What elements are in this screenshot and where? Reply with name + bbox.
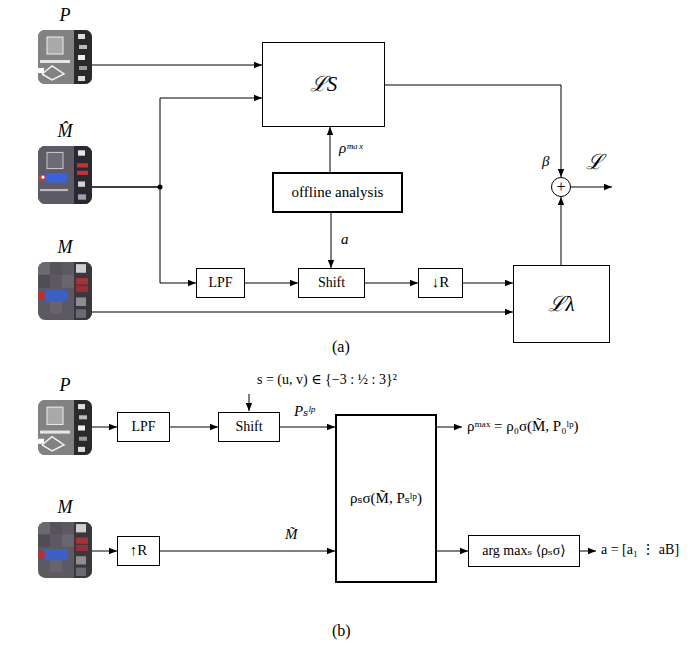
- node-label: ℒλ: [548, 292, 574, 316]
- image-node: M: [38, 522, 92, 578]
- connector-arrow: [92, 65, 262, 66]
- loss-box: ℒS: [262, 42, 385, 127]
- image-title: P: [28, 5, 102, 26]
- input-arrow: [249, 394, 250, 411]
- node-label: offline analysis: [292, 184, 384, 201]
- process-box: arg maxₛ ⟨ρₛσ⟩: [468, 535, 580, 567]
- connector-arrow: [92, 312, 513, 313]
- process-box: ↑R: [117, 536, 160, 566]
- node-label: ↓R: [432, 274, 450, 291]
- node-label: ↑R: [130, 542, 148, 559]
- output-vector: a = [a₁ ⋮ aB]: [600, 542, 680, 558]
- image-node: M: [38, 262, 92, 320]
- image-title: M: [28, 497, 102, 518]
- connector-arrow: [561, 197, 562, 265]
- node-label: +: [556, 179, 565, 195]
- node-label: ℒS: [310, 72, 338, 96]
- panel-label: (a): [331, 338, 351, 356]
- connector-arrow: [92, 551, 117, 552]
- node-label: arg maxₛ ⟨ρₛσ⟩: [482, 543, 566, 559]
- image-title: P: [28, 375, 102, 396]
- node-label: LPF: [208, 275, 232, 291]
- node-label: Shift: [235, 419, 262, 435]
- connector-arrow: [280, 427, 335, 428]
- connector-arrow: [92, 187, 196, 283]
- edge-label: β: [541, 153, 550, 170]
- connector-arrow: [170, 427, 218, 428]
- connector-arrow: [463, 283, 513, 284]
- edge-label: Pₛˡᵖ: [293, 403, 316, 420]
- connector-arrow: [245, 283, 298, 284]
- process-box: LPF: [196, 268, 245, 298]
- shift-range: s = (u, v) ∈ {−3 : ½ : 3}²: [256, 372, 398, 388]
- sum-circle: +: [551, 177, 571, 197]
- ms-image: [38, 522, 92, 578]
- output-arrow: [437, 427, 462, 428]
- image-node: M̂: [38, 146, 92, 204]
- node-label: LPF: [131, 419, 155, 435]
- process-box: LPF: [117, 412, 170, 442]
- panel-label: (b): [331, 622, 352, 640]
- node-label: ρₛσ(M̃, Pₛˡᵖ): [350, 490, 422, 507]
- edge-label: a: [340, 231, 350, 248]
- edge-label: ρᵐᵃˣ: [338, 140, 364, 157]
- process-box: Shift: [298, 268, 365, 298]
- connector-arrow: [330, 127, 331, 172]
- process-box: Shift: [218, 412, 280, 442]
- connector-arrow: [331, 213, 332, 268]
- process-box: ↓R: [418, 268, 463, 298]
- node-label: Shift: [318, 275, 345, 291]
- image-node: P: [38, 400, 92, 455]
- output-arrow: [580, 551, 596, 552]
- connector-arrow: [385, 85, 561, 177]
- image-node: P: [38, 30, 92, 84]
- image-title: M: [28, 237, 102, 258]
- fused-image: [38, 146, 92, 204]
- output-formula: ρᵐᵃˣ = ρ₀σ(M̃, P₀ˡᵖ): [466, 418, 580, 435]
- connector-arrow: [92, 427, 117, 428]
- loss-box: ℒλ: [513, 265, 610, 343]
- connector-arrow: [92, 98, 262, 187]
- ms-image: [38, 262, 92, 320]
- edge-label: M̃: [284, 526, 299, 543]
- image-title: M̂: [28, 121, 102, 142]
- connector-arrow: [437, 551, 468, 552]
- connector-arrow: [365, 283, 418, 284]
- connector-arrow: [160, 551, 335, 552]
- output-symbol: ℒ: [585, 150, 604, 174]
- correlation-box: ρₛσ(M̃, Pₛˡᵖ): [335, 414, 437, 583]
- pan-image: [38, 400, 92, 455]
- output-arrow: [571, 187, 612, 188]
- process-box: offline analysis: [272, 172, 403, 213]
- pan-image: [38, 30, 92, 84]
